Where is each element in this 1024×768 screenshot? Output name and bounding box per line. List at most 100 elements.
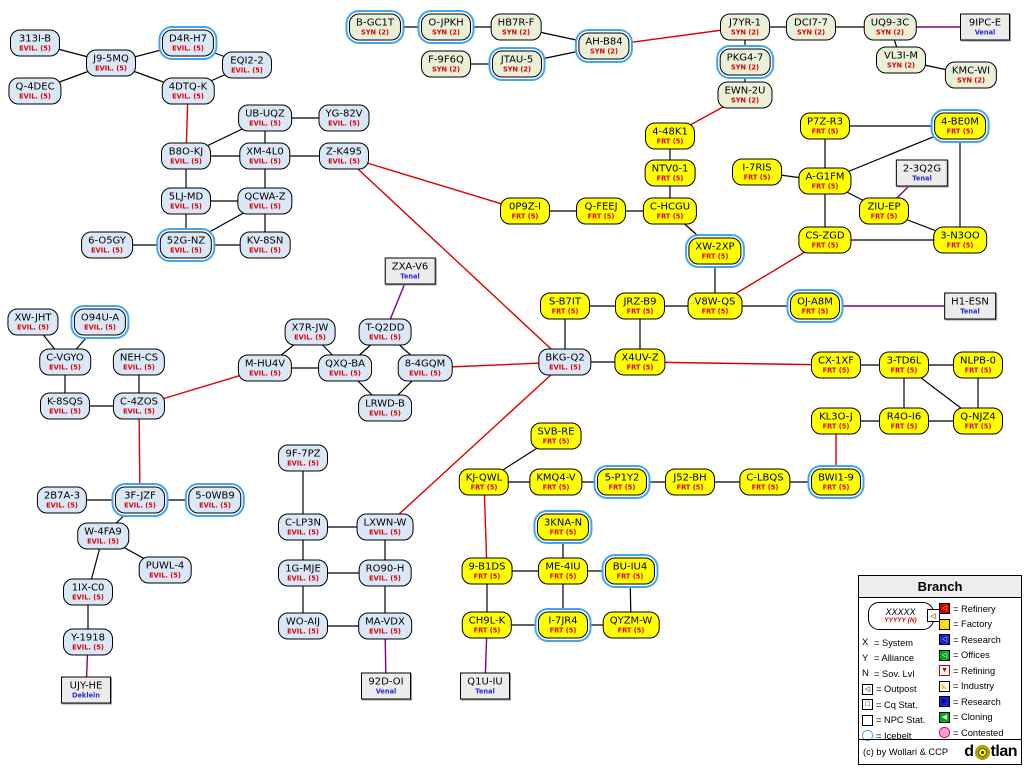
region-node-9ipc-e[interactable]: 9IPC-EVenal — [960, 13, 1010, 41]
system-node-kl3o-j[interactable]: KL3O-JFRT (5) — [811, 407, 861, 435]
system-node-neh-cs[interactable]: NEH-CSEVIL. (5) — [112, 348, 166, 376]
system-node-q-njz4[interactable]: Q-NJZ4FRT (5) — [953, 407, 1003, 435]
system-node-xm-4l0[interactable]: XM-4L0EVIL. (5) — [239, 142, 291, 170]
system-node-3f-jzf[interactable]: 3F-JZFEVIL. (5) — [115, 486, 165, 514]
system-node-q-4dec[interactable]: Q-4DECEVIL. (5) — [8, 77, 62, 105]
system-node-313i-b[interactable]: 313I-BEVIL. (5) — [10, 29, 60, 57]
system-node-lrwd-b[interactable]: LRWD-BEVIL. (5) — [358, 394, 412, 422]
system-node-i-7jr4[interactable]: I-7JR4FRT (5) — [538, 611, 588, 639]
system-node-c-vgyo[interactable]: C-VGYOEVIL. (5) — [39, 348, 91, 376]
system-node-ub-uqz[interactable]: UB-UQZEVIL. (5) — [238, 104, 292, 132]
system-node-9f-7pz[interactable]: 9F-7PZEVIL. (5) — [278, 444, 328, 472]
region-node-zxa-v6[interactable]: ZXA-V6Tenal — [384, 257, 436, 285]
system-node-d4r-h7[interactable]: D4R-H7EVIL. (5) — [161, 29, 215, 57]
system-node-j9-5mq[interactable]: J9-5MQEVIL. (5) — [86, 49, 136, 77]
system-node-svb-re[interactable]: SVB-REFRT (5) — [530, 422, 582, 450]
system-node-pkg4-7[interactable]: PKG4-7SYN (2) — [719, 48, 771, 76]
system-node-ntv0-1[interactable]: NTV0-1FRT (5) — [644, 159, 696, 187]
system-node-s-b7it[interactable]: S-B7ITFRT (5) — [540, 292, 590, 320]
system-node-ro90-h[interactable]: RO90-HEVIL. (5) — [358, 559, 412, 587]
system-node-c-4zos[interactable]: C-4ZOSEVIL. (5) — [112, 392, 166, 420]
system-node-eqi2-2[interactable]: EQI2-2EVIL. (5) — [222, 51, 272, 79]
system-node-ah-b84[interactable]: AH-B84SYN (2) — [578, 32, 630, 60]
system-node-kmc-wi[interactable]: KMC-WISYN (2) — [944, 61, 998, 89]
region-node-92d-oi[interactable]: 92D-OIVenal — [361, 672, 411, 700]
system-node-x4uv-z[interactable]: X4UV-ZFRT (5) — [614, 348, 666, 376]
system-node-0p9z-i[interactable]: 0P9Z-IFRT (5) — [500, 197, 550, 225]
system-node-ma-vdx[interactable]: MA-VDXEVIL. (5) — [358, 612, 412, 640]
system-node-p7z-r3[interactable]: P7Z-R3FRT (5) — [800, 112, 850, 140]
system-node-q-feej[interactable]: Q-FEEJFRT (5) — [576, 197, 626, 225]
system-node-y-1918[interactable]: Y-1918EVIL. (5) — [63, 628, 113, 656]
system-node-52g-nz[interactable]: 52G-NZEVIL. (5) — [159, 231, 213, 259]
system-node-cs-zgd[interactable]: CS-ZGDFRT (5) — [798, 226, 852, 254]
system-node-ch9l-k[interactable]: CH9L-KFRT (5) — [461, 611, 513, 639]
system-node-nlpb-0[interactable]: NLPB-0FRT (5) — [953, 351, 1003, 379]
system-node-kj-qwl[interactable]: KJ-QWLFRT (5) — [458, 468, 510, 496]
region-node-2-3q2g[interactable]: 2-3Q2GTenal — [895, 159, 949, 187]
system-node-o-jpkh[interactable]: O-JPKHSYN (2) — [421, 13, 471, 41]
system-node-4-48k1[interactable]: 4-48K1FRT (5) — [645, 122, 695, 150]
system-node-4dtq-k[interactable]: 4DTQ-KEVIL. (5) — [161, 77, 215, 105]
system-node-f-9f6q[interactable]: F-9F6QSYN (2) — [421, 50, 471, 78]
system-node-b8o-kj[interactable]: B8O-KJEVIL. (5) — [161, 142, 211, 170]
system-node-xw-2xp[interactable]: XW-2XPFRT (5) — [688, 237, 742, 265]
system-node-m-hu4v[interactable]: M-HU4VEVIL. (5) — [237, 354, 293, 382]
system-node-3-n3oo[interactable]: 3-N3OOFRT (5) — [933, 226, 987, 254]
system-node-k-8sqs[interactable]: K-8SQSEVIL. (5) — [39, 392, 91, 420]
system-node-2b7a-3[interactable]: 2B7A-3EVIL. (5) — [36, 486, 88, 514]
system-node-bu-iu4[interactable]: BU-IU4FRT (5) — [605, 557, 655, 585]
system-node-4-be0m[interactable]: 4-BE0MFRT (5) — [934, 112, 986, 140]
system-node-6-o5gy[interactable]: 6-O5GYEVIL. (5) — [81, 231, 133, 259]
system-node-c-lbqs[interactable]: C-LBQSFRT (5) — [739, 468, 791, 496]
system-node-puwl-4[interactable]: PUWL-4EVIL. (5) — [138, 556, 192, 584]
system-node-b-gc1t[interactable]: B-GC1TSYN (2) — [348, 13, 402, 41]
system-node-9-b1ds[interactable]: 9-B1DSFRT (5) — [461, 557, 513, 585]
system-node-3kna-n[interactable]: 3KNA-NFRT (5) — [536, 513, 590, 541]
system-node-v8w-qs[interactable]: V8W-QSFRT (5) — [687, 292, 743, 320]
system-node-j7yr-1[interactable]: J7YR-1SYN (2) — [720, 13, 770, 41]
system-node-oj-a8m[interactable]: OJ-A8MFRT (5) — [790, 292, 840, 320]
system-node-1g-mje[interactable]: 1G-MJEEVIL. (5) — [278, 559, 328, 587]
system-node-3-td6l[interactable]: 3-TD6LFRT (5) — [879, 351, 929, 379]
system-node-jtau-5[interactable]: JTAU-5SYN (2) — [492, 50, 542, 78]
system-node-hb7r-f[interactable]: HB7R-FSYN (2) — [490, 13, 542, 41]
system-node-bwi1-9[interactable]: BWI1-9FRT (5) — [811, 468, 861, 496]
system-node-me-4iu[interactable]: ME-4IUFRT (5) — [538, 557, 588, 585]
system-node-lxwn-w[interactable]: LXWN-WEVIL. (5) — [356, 513, 414, 541]
system-node-x7r-jw[interactable]: X7R-JWEVIL. (5) — [284, 318, 336, 346]
region-node-h1-esn[interactable]: H1-ESNTenal — [944, 292, 996, 320]
system-node-wo-aij[interactable]: WO-AIJEVIL. (5) — [278, 612, 328, 640]
system-node-a-g1fm[interactable]: A-G1FMFRT (5) — [798, 167, 852, 195]
system-node-t-q2dd[interactable]: T-Q2DDEVIL. (5) — [358, 318, 412, 346]
system-node-bkg-q2[interactable]: BKG-Q2EVIL. (5) — [538, 348, 592, 376]
system-node-uq9-3c[interactable]: UQ9-3CSYN (2) — [863, 13, 917, 41]
region-node-q1u-iu[interactable]: Q1U-IUTenal — [460, 672, 510, 700]
system-node-xw-jht[interactable]: XW-JHTEVIL. (5) — [7, 308, 59, 336]
system-node-dci7-7[interactable]: DCI7-7SYN (2) — [786, 13, 836, 41]
system-node-jrz-b9[interactable]: JRZ-B9FRT (5) — [615, 292, 665, 320]
system-node-j52-bh[interactable]: J52-BHFRT (5) — [665, 468, 715, 496]
system-node-cx-1xf[interactable]: CX-1XFFRT (5) — [811, 351, 861, 379]
system-node-i-7ris[interactable]: I-7RISFRT (5) — [732, 158, 782, 186]
system-node-c-lp3n[interactable]: C-LP3NEVIL. (5) — [277, 513, 329, 541]
system-node-yg-82v[interactable]: YG-82VEVIL. (5) — [318, 104, 370, 132]
system-node-8-4gqm[interactable]: 8-4GQMEVIL. (5) — [397, 354, 453, 382]
system-node-5-0wb9[interactable]: 5-0WB9EVIL. (5) — [188, 486, 242, 514]
system-node-r4o-i6[interactable]: R4O-I6FRT (5) — [879, 407, 929, 435]
system-node-kmq4-v[interactable]: KMQ4-VFRT (5) — [529, 468, 583, 496]
system-node-c-hcgu[interactable]: C-HCGUFRT (5) — [642, 197, 698, 225]
system-node-1ix-c0[interactable]: 1IX-C0EVIL. (5) — [63, 578, 113, 606]
system-node-vl3i-m[interactable]: VL3I-MSYN (2) — [876, 46, 926, 74]
system-node-ziu-ep[interactable]: ZIU-EPFRT (5) — [859, 197, 909, 225]
system-node-o94u-a[interactable]: O94U-AEVIL. (5) — [73, 308, 127, 336]
system-node-qyzm-w[interactable]: QYZM-WFRT (5) — [602, 611, 660, 639]
system-node-kv-8sn[interactable]: KV-8SNEVIL. (5) — [239, 231, 291, 259]
system-node-5lj-md[interactable]: 5LJ-MDEVIL. (5) — [161, 187, 211, 215]
system-node-qxq-ba[interactable]: QXQ-BAEVIL. (5) — [318, 354, 372, 382]
region-node-ujy-he[interactable]: UJY-HEDeklein — [61, 676, 111, 704]
system-node-ewn-2u[interactable]: EWN-2USYN (2) — [717, 81, 773, 109]
system-node-qcwa-z[interactable]: QCWA-ZEVIL. (5) — [237, 187, 293, 215]
system-node-z-k495[interactable]: Z-K495EVIL. (5) — [319, 142, 369, 170]
system-node-w-4fa9[interactable]: W-4FA9EVIL. (5) — [77, 522, 129, 550]
